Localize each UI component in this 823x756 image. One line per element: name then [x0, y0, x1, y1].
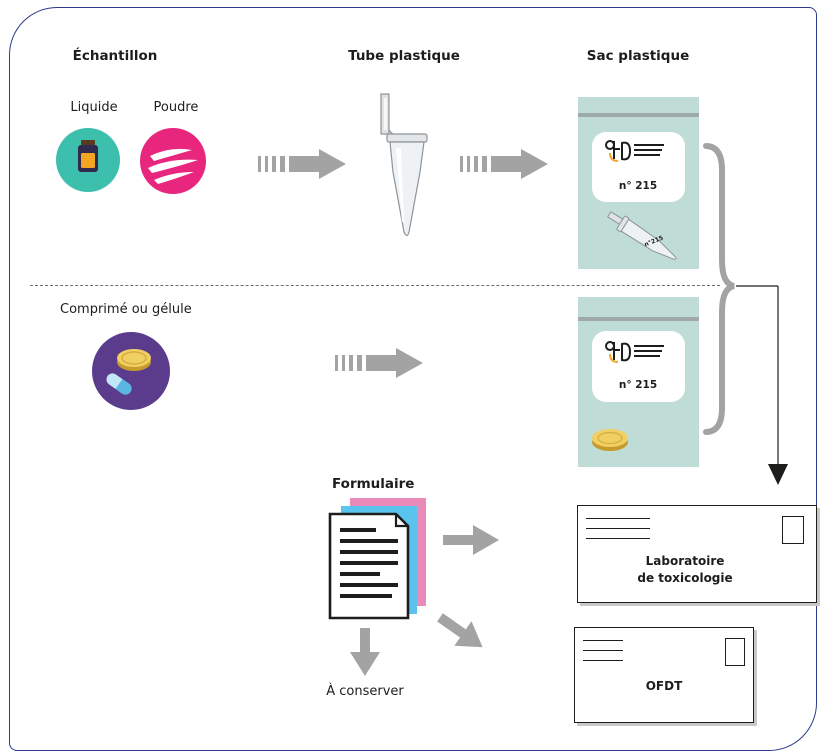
plastic-bag-bottom	[578, 297, 699, 467]
keep-label: À conserver	[326, 684, 404, 699]
ofdt-logo-icon	[605, 140, 664, 162]
stamp-box	[725, 638, 745, 666]
arrow-tablet-to-bag	[335, 348, 423, 378]
form-title: Formulaire	[332, 476, 415, 492]
label-powder: Poudre	[153, 100, 199, 115]
label-liquid: Liquide	[70, 100, 118, 115]
envelope-laboratory	[577, 505, 817, 603]
grouping-brace	[703, 143, 788, 485]
separator-line	[30, 285, 720, 286]
stamp-box	[782, 516, 804, 544]
ofdt-logo-icon	[605, 341, 664, 363]
arrow-sample-to-tube	[258, 149, 346, 179]
lab-address-line2: de toxicologie	[637, 571, 733, 585]
arrow-form-keep	[350, 628, 380, 676]
diagram-frame	[9, 7, 817, 751]
bag-top-number: n° 215	[618, 180, 658, 192]
label-tablet: Comprimé ou gélule	[60, 302, 192, 317]
tablet-capsule-icon	[92, 332, 170, 410]
mini-tube-icon	[607, 211, 677, 260]
plastic-tube-icon	[380, 93, 428, 237]
header-bag: Sac plastique	[586, 48, 690, 64]
mini-tablet-icon	[592, 429, 628, 451]
ofdt-address: OFDT	[645, 679, 683, 693]
arrow-tube-to-bag	[460, 149, 548, 179]
powder-lines-icon	[140, 128, 206, 194]
plastic-bag-top	[578, 97, 699, 269]
arrow-form-to-ofdt	[437, 613, 483, 648]
arrow-form-to-lab	[443, 525, 499, 555]
lab-address-line1: Laboratoire	[645, 554, 725, 568]
liquid-bottle-icon	[56, 128, 120, 192]
envelope-ofdt	[574, 627, 754, 723]
header-tube: Tube plastique	[348, 48, 460, 64]
form-documents-icon	[328, 498, 426, 620]
bag-bottom-number: n° 215	[618, 379, 658, 391]
header-sample: Échantillon	[72, 48, 158, 64]
